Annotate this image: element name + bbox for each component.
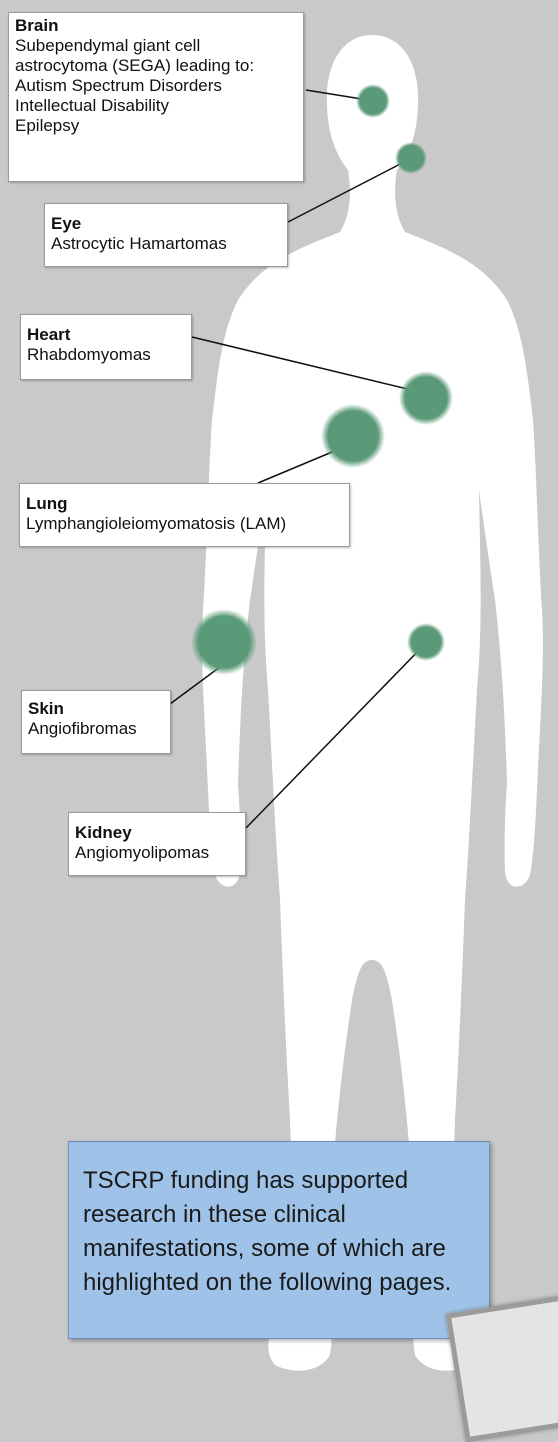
label-skin: Skin Angiofibromas bbox=[21, 690, 171, 754]
label-eye: Eye Astrocytic Hamartomas bbox=[44, 203, 288, 267]
marker-heart bbox=[399, 371, 453, 425]
label-lung-title: Lung bbox=[26, 494, 343, 514]
label-eye-line: Astrocytic Hamartomas bbox=[51, 234, 281, 254]
label-brain-title: Brain bbox=[15, 16, 297, 36]
marker-skin bbox=[191, 609, 257, 675]
label-brain-line: Subependymal giant cell bbox=[15, 36, 297, 56]
marker-lung bbox=[321, 404, 385, 468]
label-brain-line: Epilepsy bbox=[15, 116, 297, 136]
label-heart-line: Rhabdomyomas bbox=[27, 345, 185, 365]
label-kidney-line: Angiomyolipomas bbox=[75, 843, 239, 863]
label-brain: Brain Subependymal giant cell astrocytom… bbox=[8, 12, 304, 182]
label-heart-title: Heart bbox=[27, 325, 185, 345]
funding-note: TSCRP funding has supported research in … bbox=[68, 1141, 490, 1339]
label-skin-line: Angiofibromas bbox=[28, 719, 164, 739]
label-kidney: Kidney Angiomyolipomas bbox=[68, 812, 246, 876]
marker-kidney bbox=[407, 623, 445, 661]
page-corner-decoration bbox=[446, 1294, 558, 1442]
label-heart: Heart Rhabdomyomas bbox=[20, 314, 192, 380]
tsc-body-diagram: Brain Subependymal giant cell astrocytom… bbox=[0, 0, 558, 1391]
marker-eye bbox=[395, 142, 427, 174]
marker-brain bbox=[356, 84, 390, 118]
label-skin-title: Skin bbox=[28, 699, 164, 719]
label-brain-line: Intellectual Disability bbox=[15, 96, 297, 116]
label-lung: Lung Lymphangioleiomyomatosis (LAM) bbox=[19, 483, 350, 547]
label-brain-line: astrocytoma (SEGA) leading to: bbox=[15, 56, 297, 76]
label-brain-line: Autism Spectrum Disorders bbox=[15, 76, 297, 96]
label-lung-line: Lymphangioleiomyomatosis (LAM) bbox=[26, 514, 343, 534]
label-eye-title: Eye bbox=[51, 214, 281, 234]
label-kidney-title: Kidney bbox=[75, 823, 239, 843]
